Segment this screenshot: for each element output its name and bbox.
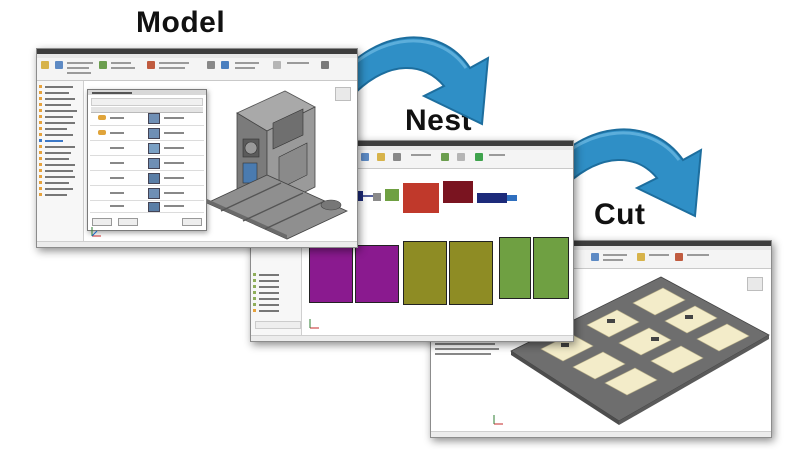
nest-sheet-olive-2 (449, 241, 493, 305)
nest-statusbar (251, 335, 573, 341)
model-label: Model (136, 6, 226, 39)
nest-sheet-olive (403, 241, 447, 305)
view-cube-icon[interactable] (747, 277, 763, 291)
nest-sheet-green (499, 237, 531, 299)
dialog-cancel-button[interactable] (118, 218, 138, 226)
nest-ribbon-button[interactable] (361, 153, 369, 161)
nest-sheet-green-2 (533, 237, 569, 299)
model-ribbon-button[interactable] (207, 61, 215, 69)
nest-sheets-area (309, 237, 569, 327)
model-ribbon-button[interactable] (221, 61, 229, 69)
nest-ribbon-button[interactable] (457, 153, 465, 161)
model-ribbon-button[interactable] (147, 61, 155, 69)
nest-sheet-purple-2 (355, 245, 399, 303)
nest-source-parts (351, 181, 517, 213)
cut-ribbon-button[interactable] (591, 253, 599, 261)
nest-ribbon-button[interactable] (441, 153, 449, 161)
nest-sheet-purple (309, 245, 353, 303)
model-parts-dialog[interactable] (87, 89, 207, 231)
axis-triad-icon (309, 319, 319, 329)
dialog-ok-button[interactable] (92, 218, 112, 226)
nest-ribbon-button[interactable] (393, 153, 401, 161)
model-window (36, 48, 358, 248)
cut-ribbon-button[interactable] (637, 253, 645, 261)
view-cube-icon[interactable] (335, 87, 351, 101)
model-browser-panel (37, 81, 84, 241)
axis-triad-icon (493, 415, 503, 425)
model-ribbon-button[interactable] (41, 61, 49, 69)
model-statusbar (37, 241, 357, 247)
cut-titlebar (431, 241, 771, 246)
cut-statusbar (431, 431, 771, 437)
nest-titlebar (251, 141, 573, 146)
model-ribbon-button[interactable] (99, 61, 107, 69)
model-ribbon-button[interactable] (273, 61, 281, 69)
nest-ribbon-button[interactable] (377, 153, 385, 161)
cut-plate-view (510, 276, 770, 425)
cut-label: Cut (594, 198, 646, 231)
nest-run-button[interactable] (475, 153, 483, 161)
computer-case-model (207, 90, 348, 240)
dialog-apply-button[interactable] (182, 218, 202, 226)
model-ribbon-button[interactable] (55, 61, 63, 69)
model-titlebar (37, 49, 357, 54)
model-ribbon-button[interactable] (321, 61, 329, 69)
cut-ribbon-button[interactable] (675, 253, 683, 261)
axis-triad-icon (91, 227, 101, 237)
model-ribbon (37, 58, 357, 81)
